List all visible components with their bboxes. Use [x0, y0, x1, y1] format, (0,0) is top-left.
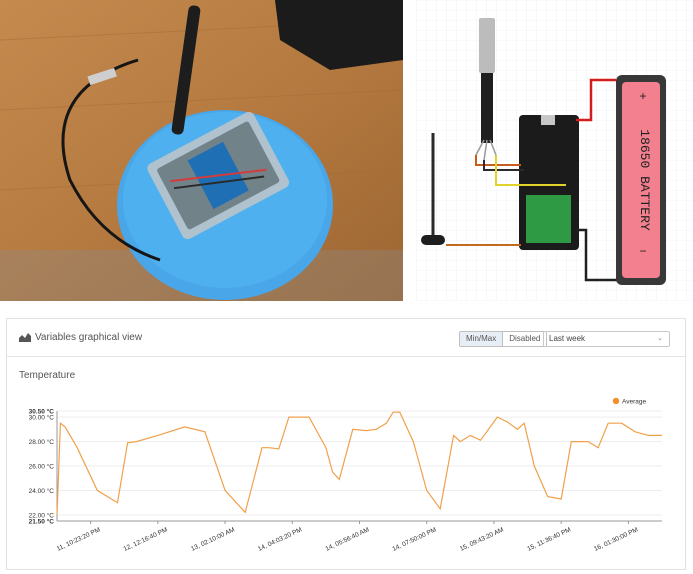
legend-dot-average[interactable] — [612, 397, 620, 405]
area-chart-icon — [19, 333, 31, 342]
chart-axes — [56, 411, 662, 524]
wiring-diagram: + − 18650 BATTERY — [416, 0, 693, 301]
photo-gap — [403, 0, 416, 301]
panel-header: Variables graphical view Min/Max Disable… — [7, 319, 685, 357]
minmax-toggle[interactable]: Min/Max Disabled — [459, 331, 548, 347]
chart-grid — [57, 410, 662, 522]
minmax-button[interactable]: Min/Max — [460, 332, 504, 346]
chart-title: Temperature — [19, 370, 76, 381]
x-tick-label: 12, 12:16:40 PM — [122, 526, 168, 553]
legend-label-average[interactable]: Average — [622, 399, 646, 406]
range-select-value: Last week — [549, 334, 586, 343]
y-tick-label: 30.50 °C — [29, 408, 55, 416]
battery-minus-label: − — [639, 244, 646, 258]
x-tick-label: 15, 11:36:40 PM — [526, 526, 572, 552]
range-select[interactable]: Last week ⌄ — [543, 331, 670, 347]
x-tick-label: 14, 04:03:20 PM — [257, 526, 303, 553]
y-tick-labels: 30.50 °C30.00 °C 28.00 °C 26.00 °C 24.00 °C… — [29, 408, 55, 526]
x-tick-label: 14, 07:50:00 PM — [391, 526, 437, 553]
disabled-button[interactable]: Disabled — [503, 332, 547, 346]
x-tick-labels: 11, 10:23:20 PM 12, 12:16:40 PM 13, 02:10:… — [56, 526, 640, 553]
y-tick-label: 28.00 °C — [29, 438, 55, 446]
temperature-chart: 30.50 °C30.00 °C 28.00 °C 26.00 °C 24.00 °C… — [29, 397, 662, 553]
variables-panel: Variables graphical view Min/Max Disable… — [6, 318, 686, 570]
y-tick-label: 30.00 °C — [29, 414, 55, 422]
device-photo — [0, 0, 403, 301]
y-tick-label: 24.00 °C — [29, 487, 55, 495]
x-tick-label: 15, 09:43:20 AM — [459, 526, 505, 552]
panel-title: Variables graphical view — [35, 332, 143, 343]
y-tick-label: 22.00 °C — [29, 511, 55, 519]
battery-plus-label: + — [639, 89, 646, 103]
y-tick-label: 21.50 °C — [29, 518, 55, 526]
x-tick-label: 16, 01:30:00 PM — [593, 526, 639, 553]
x-tick-label: 13, 02:10:00 AM — [190, 526, 236, 552]
x-tick-label: 14, 05:56:40 AM — [324, 526, 370, 552]
chart-legend[interactable]: Average — [612, 397, 647, 406]
series-line-average — [56, 411, 662, 515]
chevron-down-icon: ⌄ — [657, 335, 663, 342]
y-tick-label: 26.00 °C — [29, 463, 55, 471]
battery-label: 18650 BATTERY — [637, 129, 652, 231]
x-tick-label: 11, 10:23:20 PM — [56, 526, 102, 552]
